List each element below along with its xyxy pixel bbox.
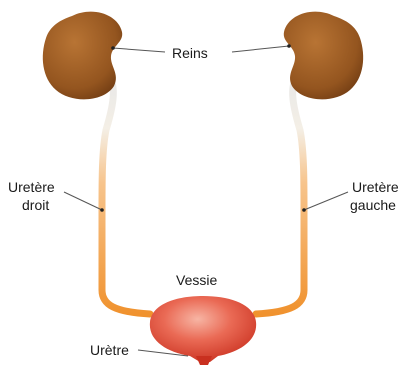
left-ureter-leader-dot	[302, 208, 306, 212]
right-ureter-leader-dot	[100, 208, 104, 212]
right-ureter-leader	[64, 192, 102, 210]
urethra-label: Urètre	[90, 342, 129, 358]
right-ureter-label-line1: Uretère	[8, 179, 55, 195]
bladder	[150, 296, 256, 362]
right-ureter	[102, 76, 150, 314]
left-ureter-label-line2: gauche	[350, 197, 396, 213]
right-ureter-label-line2: droit	[22, 197, 49, 213]
right-kidney	[43, 12, 122, 100]
bladder-label: Vessie	[176, 272, 217, 288]
left-ureter	[256, 76, 304, 314]
kidneys-leader-right-dot	[287, 44, 291, 48]
left-ureter-leader	[304, 192, 348, 210]
kidneys-leader-right	[232, 46, 289, 52]
left-ureter-label-line1: Uretère	[352, 179, 399, 195]
kidneys-label: Reins	[172, 45, 208, 61]
urethra	[196, 356, 212, 365]
left-kidney	[284, 12, 363, 100]
kidneys-leader-left-dot	[111, 46, 115, 50]
kidneys-leader-left	[113, 48, 165, 52]
